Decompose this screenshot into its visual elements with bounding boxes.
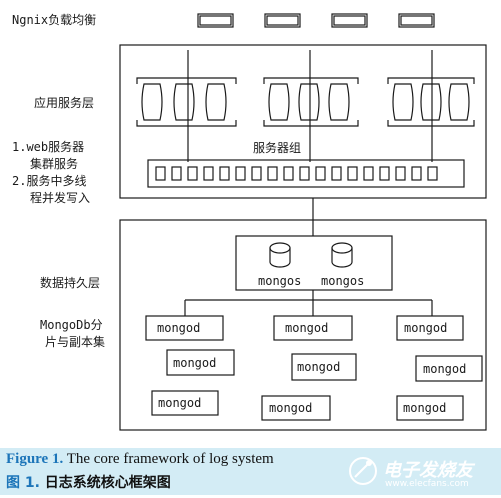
svg-text:mongod: mongod <box>269 401 312 415</box>
label-shard-note-1: MongoDb分 <box>40 318 103 332</box>
mongod-node: mongod <box>291 353 357 381</box>
mongos-label-2: mongos <box>321 274 364 288</box>
mongod-node: mongod <box>273 315 353 341</box>
rack-slot <box>267 166 278 181</box>
mongod-node: mongod <box>166 349 235 376</box>
label-load-balancer: Ngnix负载均衡 <box>12 13 96 27</box>
svg-text:mongod: mongod <box>285 321 328 335</box>
architecture-diagram: Ngnix负载均衡 应用服务层 1.web服务器 集群服务 2.服务中多线 程并… <box>12 13 487 431</box>
label-cluster-note-2: 集群服务 <box>30 156 78 171</box>
mongod-node: mongod <box>396 315 464 341</box>
rack-slot <box>299 166 310 181</box>
watermark-logo-text: 电子发烧友 <box>383 460 476 481</box>
app-connectors <box>187 50 433 162</box>
rack-slot <box>347 166 358 181</box>
rack-slot <box>411 166 422 181</box>
svg-text:mongod: mongod <box>403 401 446 415</box>
caption-english: Figure 1. The core framework of log syst… <box>6 451 274 468</box>
rack-slot <box>251 166 262 181</box>
rack-slot <box>395 166 406 181</box>
label-app-layer: 应用服务层 <box>34 95 94 110</box>
svg-text:mongod: mongod <box>297 360 340 374</box>
rack-slot <box>427 166 438 181</box>
mongod-node: mongod <box>415 355 483 382</box>
caption-en-label: Figure 1. <box>6 451 64 467</box>
label-server-group: 服务器组 <box>253 140 301 155</box>
label-cluster-note-1: 1.web服务器 <box>12 139 84 154</box>
rack-slot <box>187 166 198 181</box>
mongos-box <box>235 235 393 291</box>
watermark-url: www.elecfans.com <box>385 479 469 489</box>
rack-slot <box>155 166 166 181</box>
svg-text:mongod: mongod <box>158 396 201 410</box>
figure-caption: Figure 1. The core framework of log syst… <box>0 448 501 495</box>
caption-zh-text: 日志系统核心框架图 <box>39 475 171 491</box>
svg-text:mongod: mongod <box>404 321 447 335</box>
rack-slot <box>331 166 342 181</box>
caption-chinese: 图 1. 日志系统核心框架图 <box>6 472 171 492</box>
watermark-logo-icon <box>349 457 377 485</box>
label-cluster-note-3: 2.服务中多线 <box>12 173 86 188</box>
elecfans-watermark: 电子发烧友 www.elecfans.com <box>345 451 495 493</box>
svg-text:mongod: mongod <box>173 356 216 370</box>
persistence-layer-box <box>119 219 487 431</box>
rack-slot <box>363 166 374 181</box>
rack-slot <box>203 166 214 181</box>
app-layer-box <box>119 44 487 199</box>
caption-en-text: The core framework of log system <box>63 451 274 467</box>
rack-slots <box>155 166 438 181</box>
caption-zh-label: 图 1. <box>6 475 40 491</box>
label-cluster-note-4: 程并发写入 <box>30 190 90 205</box>
rack-slot <box>379 166 390 181</box>
svg-text:mongod: mongod <box>157 321 200 335</box>
mongod-node: mongod <box>261 395 331 421</box>
server-rack-bar <box>147 159 465 188</box>
server-group-middle <box>263 77 359 127</box>
mongod-node: mongod <box>151 390 219 416</box>
mongod-node: mongod <box>396 395 464 421</box>
rack-slot <box>283 166 294 181</box>
mongod-node: mongod <box>145 315 224 341</box>
server-group-left <box>136 77 237 127</box>
svg-text:mongod: mongod <box>423 362 466 376</box>
server-group-right <box>387 77 475 127</box>
mongos-db-icon <box>269 242 353 268</box>
rack-slot <box>219 166 230 181</box>
rack-slot <box>315 166 326 181</box>
rack-slot <box>235 166 246 181</box>
rack-slot <box>171 166 182 181</box>
load-balancer-nodes <box>197 13 435 28</box>
label-persistence-layer: 数据持久层 <box>40 275 100 290</box>
shard-connectors <box>184 290 433 316</box>
mongos-label-1: mongos <box>258 274 301 288</box>
label-shard-note-2: 片与副本集 <box>45 334 105 349</box>
